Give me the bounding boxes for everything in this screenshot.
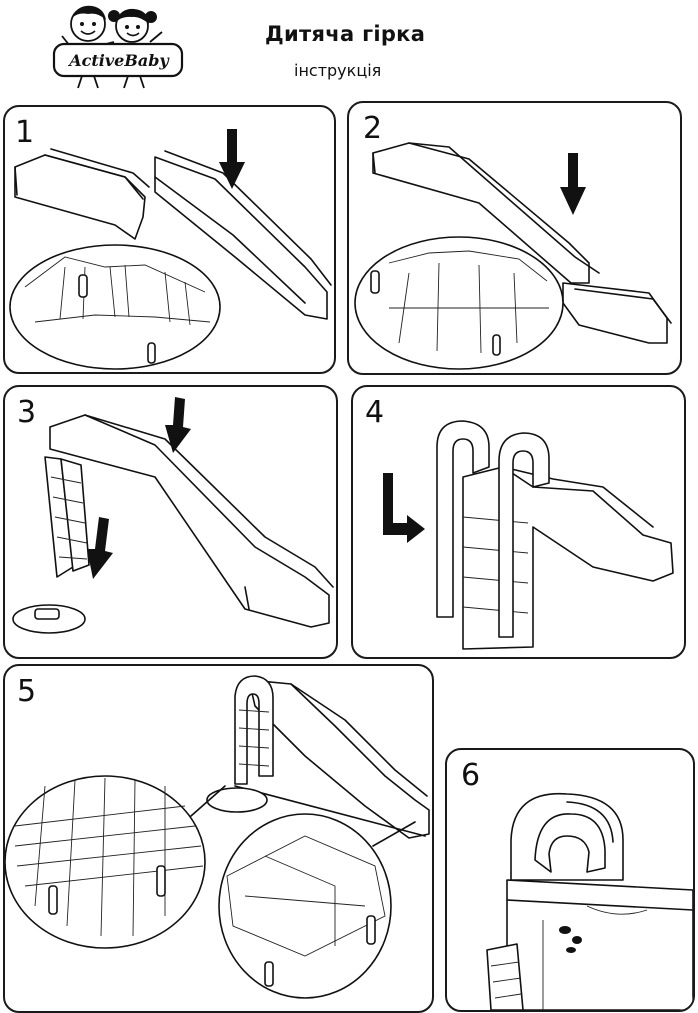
step-panel-1: 1 — [3, 105, 336, 374]
step-panel-4: 4 — [351, 385, 686, 659]
step-4-illustration — [383, 420, 674, 650]
step-number: 3 — [17, 395, 37, 430]
step-number: 5 — [17, 674, 37, 709]
step-3-illustration — [12, 397, 334, 634]
step-2-illustration — [354, 142, 672, 370]
step-5-illustration — [5, 675, 430, 999]
step-6-illustration — [486, 792, 693, 1010]
brand-wordmark: ActiveBaby — [69, 51, 169, 70]
page-subtitle: інструкція — [294, 61, 382, 80]
step-number: 6 — [461, 758, 481, 793]
kids-mascot-icon — [52, 5, 184, 89]
step-number: 4 — [365, 395, 385, 430]
brand-logo: ActiveBaby — [48, 2, 188, 92]
step-1-illustration — [9, 129, 332, 370]
step-panel-5: 5 — [3, 664, 434, 1013]
page-title: Дитяча гірка — [265, 22, 426, 46]
step-number: 1 — [15, 115, 35, 150]
step-number: 2 — [363, 111, 383, 146]
step-panel-2: 2 — [347, 101, 682, 375]
step-panel-3: 3 — [3, 385, 338, 659]
step-panel-6: 6 — [445, 748, 695, 1012]
